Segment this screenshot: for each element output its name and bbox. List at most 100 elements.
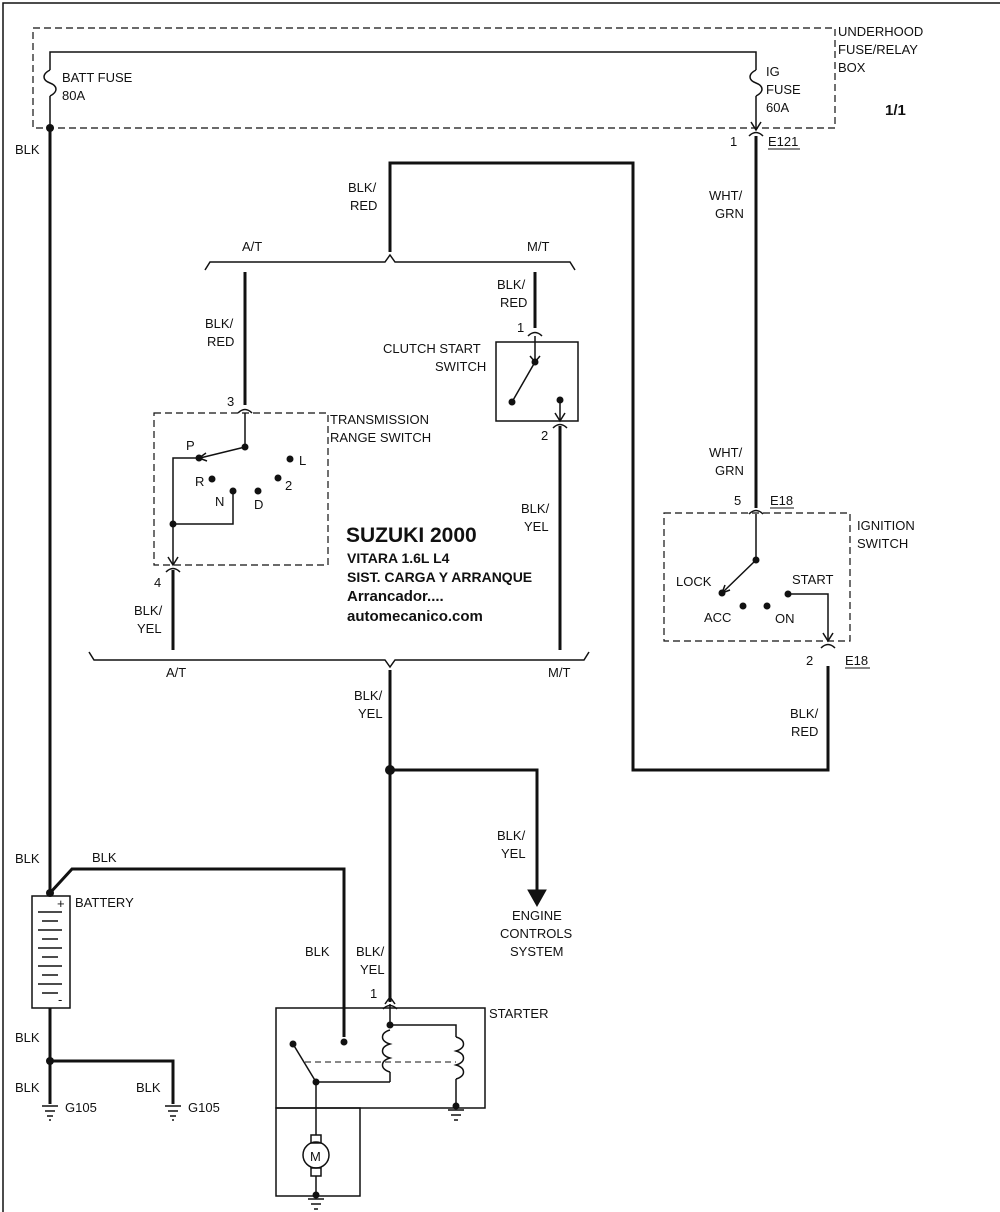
trs-outline: [153, 412, 329, 566]
ign-on-dot: [763, 602, 771, 610]
wire-ground-branch: [50, 1059, 175, 1104]
ground-g105-b-label: G105: [188, 1100, 220, 1115]
clutch-out-arrow-icon: [554, 412, 566, 423]
starter-contact-arm: [292, 1043, 317, 1083]
ground-g105-a-label: G105: [65, 1100, 97, 1115]
ign-start-wire: [788, 593, 829, 641]
wire-label-cs-out-1: BLK/: [521, 501, 550, 516]
fuse-box-label-1: UNDERHOOD: [838, 24, 923, 39]
trs-p-label: P: [186, 438, 195, 453]
connector-ign-out-pin: 2: [806, 653, 813, 668]
battery-body: [31, 895, 71, 1009]
wire-battery-to-starter: [48, 867, 346, 1037]
starter-pull-in-coil-icon: [381, 1029, 393, 1073]
connector-e121-label: E121: [768, 134, 798, 149]
starter-label: STARTER: [489, 1006, 548, 1021]
at-mt-splitter-top: [204, 253, 576, 271]
batt-fuse-label-2: 80A: [62, 88, 85, 103]
starter-solenoid-outline: [275, 1007, 486, 1109]
trs-d-label: D: [254, 497, 263, 512]
trs-n-label: N: [215, 494, 224, 509]
starter-solenoid-ground-icon: [448, 1109, 464, 1121]
wire-label-blk-red-top-1: BLK/: [348, 180, 377, 195]
at-top-label: A/T: [242, 239, 262, 254]
trs-p-wire: [172, 457, 199, 524]
wire-label-trs-in-1: BLK/: [205, 316, 234, 331]
title-system: SIST. CARGA Y ARRANQUE: [347, 569, 532, 585]
ig-fuse-arrow-icon: [750, 121, 762, 132]
ig-fuse-label-1: IG: [766, 64, 780, 79]
battery-pos-dot: [46, 889, 54, 897]
wire-label-batt-left: BLK: [15, 851, 40, 866]
mt-top-label: M/T: [527, 239, 549, 254]
connector-trs-out-icon: [165, 567, 181, 573]
starter-in-arrow-icon: [384, 995, 396, 1005]
clutch-open-dot: [508, 398, 516, 406]
starter-motor-label: M: [310, 1149, 321, 1164]
battery-label: BATTERY: [75, 895, 134, 910]
wire-label-blk-red-top-2: RED: [350, 198, 377, 213]
mt-bottom-label: M/T: [548, 665, 570, 680]
wire-label-ecs-1: BLK/: [497, 828, 526, 843]
wire-blk-red-ign-loop: [388, 161, 830, 772]
wire-label-ecs-2: YEL: [501, 846, 526, 861]
connector-ign-in-pin: 5: [734, 493, 741, 508]
ig-fuse-label-2: FUSE: [766, 82, 801, 97]
connector-ign-out-label: E18: [845, 653, 868, 668]
at-bottom-label: A/T: [166, 665, 186, 680]
wire-label-trs-in-2: RED: [207, 334, 234, 349]
wire-label-gnd-1: BLK: [15, 1080, 40, 1095]
wire-label-main-yel-1: BLK/: [354, 688, 383, 703]
engine-controls-label-2: CONTROLS: [500, 926, 573, 941]
ig-fuse-symbol: [749, 69, 763, 97]
connector-cs-out-pin: 2: [541, 428, 548, 443]
ignition-switch-outline: [663, 512, 851, 642]
wire-label-blk-left-top: BLK: [15, 142, 40, 157]
battery-plus: +: [57, 896, 65, 911]
fuse-box-bus: [49, 51, 757, 70]
fuse-box-label-2: FUSE/RELAY: [838, 42, 918, 57]
trs-out-arrow-icon: [167, 556, 179, 567]
clutch-switch-outline: [495, 341, 579, 422]
trs-r-label: R: [195, 474, 204, 489]
connector-cs-in-icon: [527, 331, 543, 337]
wire-label-starter-in-1: BLK/: [356, 944, 385, 959]
connector-trs-in-pin: 3: [227, 394, 234, 409]
starter-motor-ground-dot: [312, 1191, 320, 1199]
connector-ign-in-label: E18: [770, 493, 793, 508]
engine-controls-label-3: SYSTEM: [510, 944, 563, 959]
clutch-switch-label-1: CLUTCH START: [383, 341, 481, 356]
ign-acc-dot: [739, 602, 747, 610]
wire-label-gnd-main: BLK: [15, 1030, 40, 1045]
wire-label-batt-pos: BLK: [92, 850, 117, 865]
battery-minus: -: [58, 992, 62, 1007]
connector-e121-icon: [748, 131, 764, 137]
ign-wiper: [722, 559, 757, 593]
title-site: automecanico.com: [347, 608, 483, 625]
wire-to-engine-controls: [390, 768, 539, 892]
fuse-box-label-3: BOX: [838, 60, 866, 75]
ground-g105-b-icon: [165, 1105, 181, 1121]
title-section: Arrancador....: [347, 588, 444, 605]
ign-on-label: ON: [775, 611, 795, 626]
connector-e121-pin: 1: [730, 134, 737, 149]
trs-r-dot: [208, 475, 216, 483]
ignition-switch-label-2: SWITCH: [857, 536, 908, 551]
trs-2-label: 2: [285, 478, 292, 493]
connector-starter-pin: 1: [370, 986, 377, 1001]
starter-hold-in-coil-icon: [453, 1036, 465, 1080]
trs-d-dot: [254, 487, 262, 495]
trs-n-wire: [173, 491, 234, 525]
clutch-contact-arm: [511, 361, 536, 403]
ign-out-arrow-icon: [822, 632, 834, 643]
page-reference: 1/1: [885, 102, 906, 119]
batt-fuse-label-1: BATT FUSE: [62, 70, 133, 85]
wire-label-wht-grn-top-2: GRN: [715, 206, 744, 221]
trs-l-label: L: [299, 453, 306, 468]
connector-ign-out-icon: [820, 643, 836, 649]
starter-solenoid-ground-dot: [452, 1102, 460, 1110]
wire-label-wht-grn-ign-2: GRN: [715, 463, 744, 478]
connector-trs-out-pin: 4: [154, 575, 161, 590]
wire-label-trs-out-2: YEL: [137, 621, 162, 636]
